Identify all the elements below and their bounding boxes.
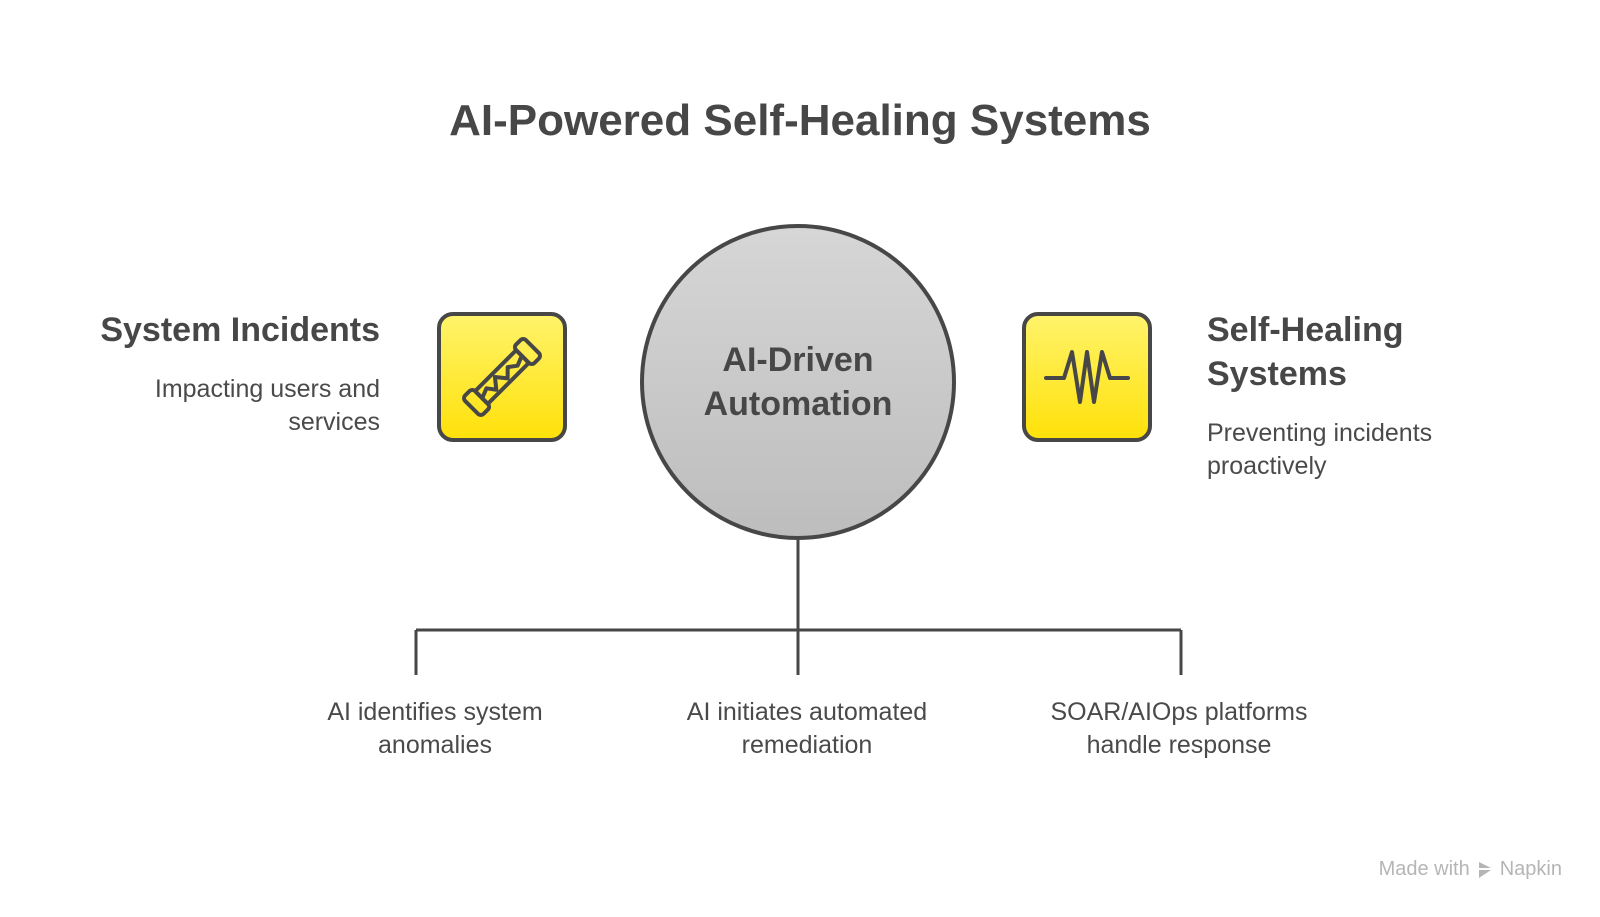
self-healing-description: Preventing incidents proactively <box>1207 419 1433 480</box>
self-healing-heading-line2: Systems <box>1207 355 1347 393</box>
watermark-prefix: Made with <box>1378 858 1470 880</box>
watermark-brand: Napkin <box>1499 858 1562 880</box>
napkin-watermark[interactable]: Made with Napkin <box>1379 858 1562 881</box>
branch-1-line2: anomalies <box>378 731 492 759</box>
branch-2-line2: remediation <box>741 731 873 759</box>
branch-1-line1: AI identifies system <box>327 698 543 726</box>
center-label-line2: Automation <box>703 385 893 423</box>
branch-label-2: AI initiates automated remediation <box>647 696 967 762</box>
diagram-title: AI-Powered Self-Healing Systems <box>449 96 1151 145</box>
system-incidents-description: Impacting users and services <box>154 375 380 436</box>
self-healing-heading-line1: Self-Healing <box>1207 311 1404 349</box>
system-incidents-heading: System Incidents <box>100 311 380 349</box>
pulse-icon <box>1022 312 1152 442</box>
broken-tube-icon <box>437 312 567 442</box>
napkin-logo-icon <box>1478 861 1491 878</box>
branch-label-3: SOAR/AIOps platforms handle response <box>1019 696 1339 762</box>
branch-label-1: AI identifies system anomalies <box>275 696 595 762</box>
branch-3-line2: handle response <box>1086 731 1272 759</box>
branch-2-line1: AI initiates automated <box>686 698 928 726</box>
branch-3-line1: SOAR/AIOps platforms <box>1050 698 1308 726</box>
center-label-line1: AI-Driven <box>722 341 874 379</box>
